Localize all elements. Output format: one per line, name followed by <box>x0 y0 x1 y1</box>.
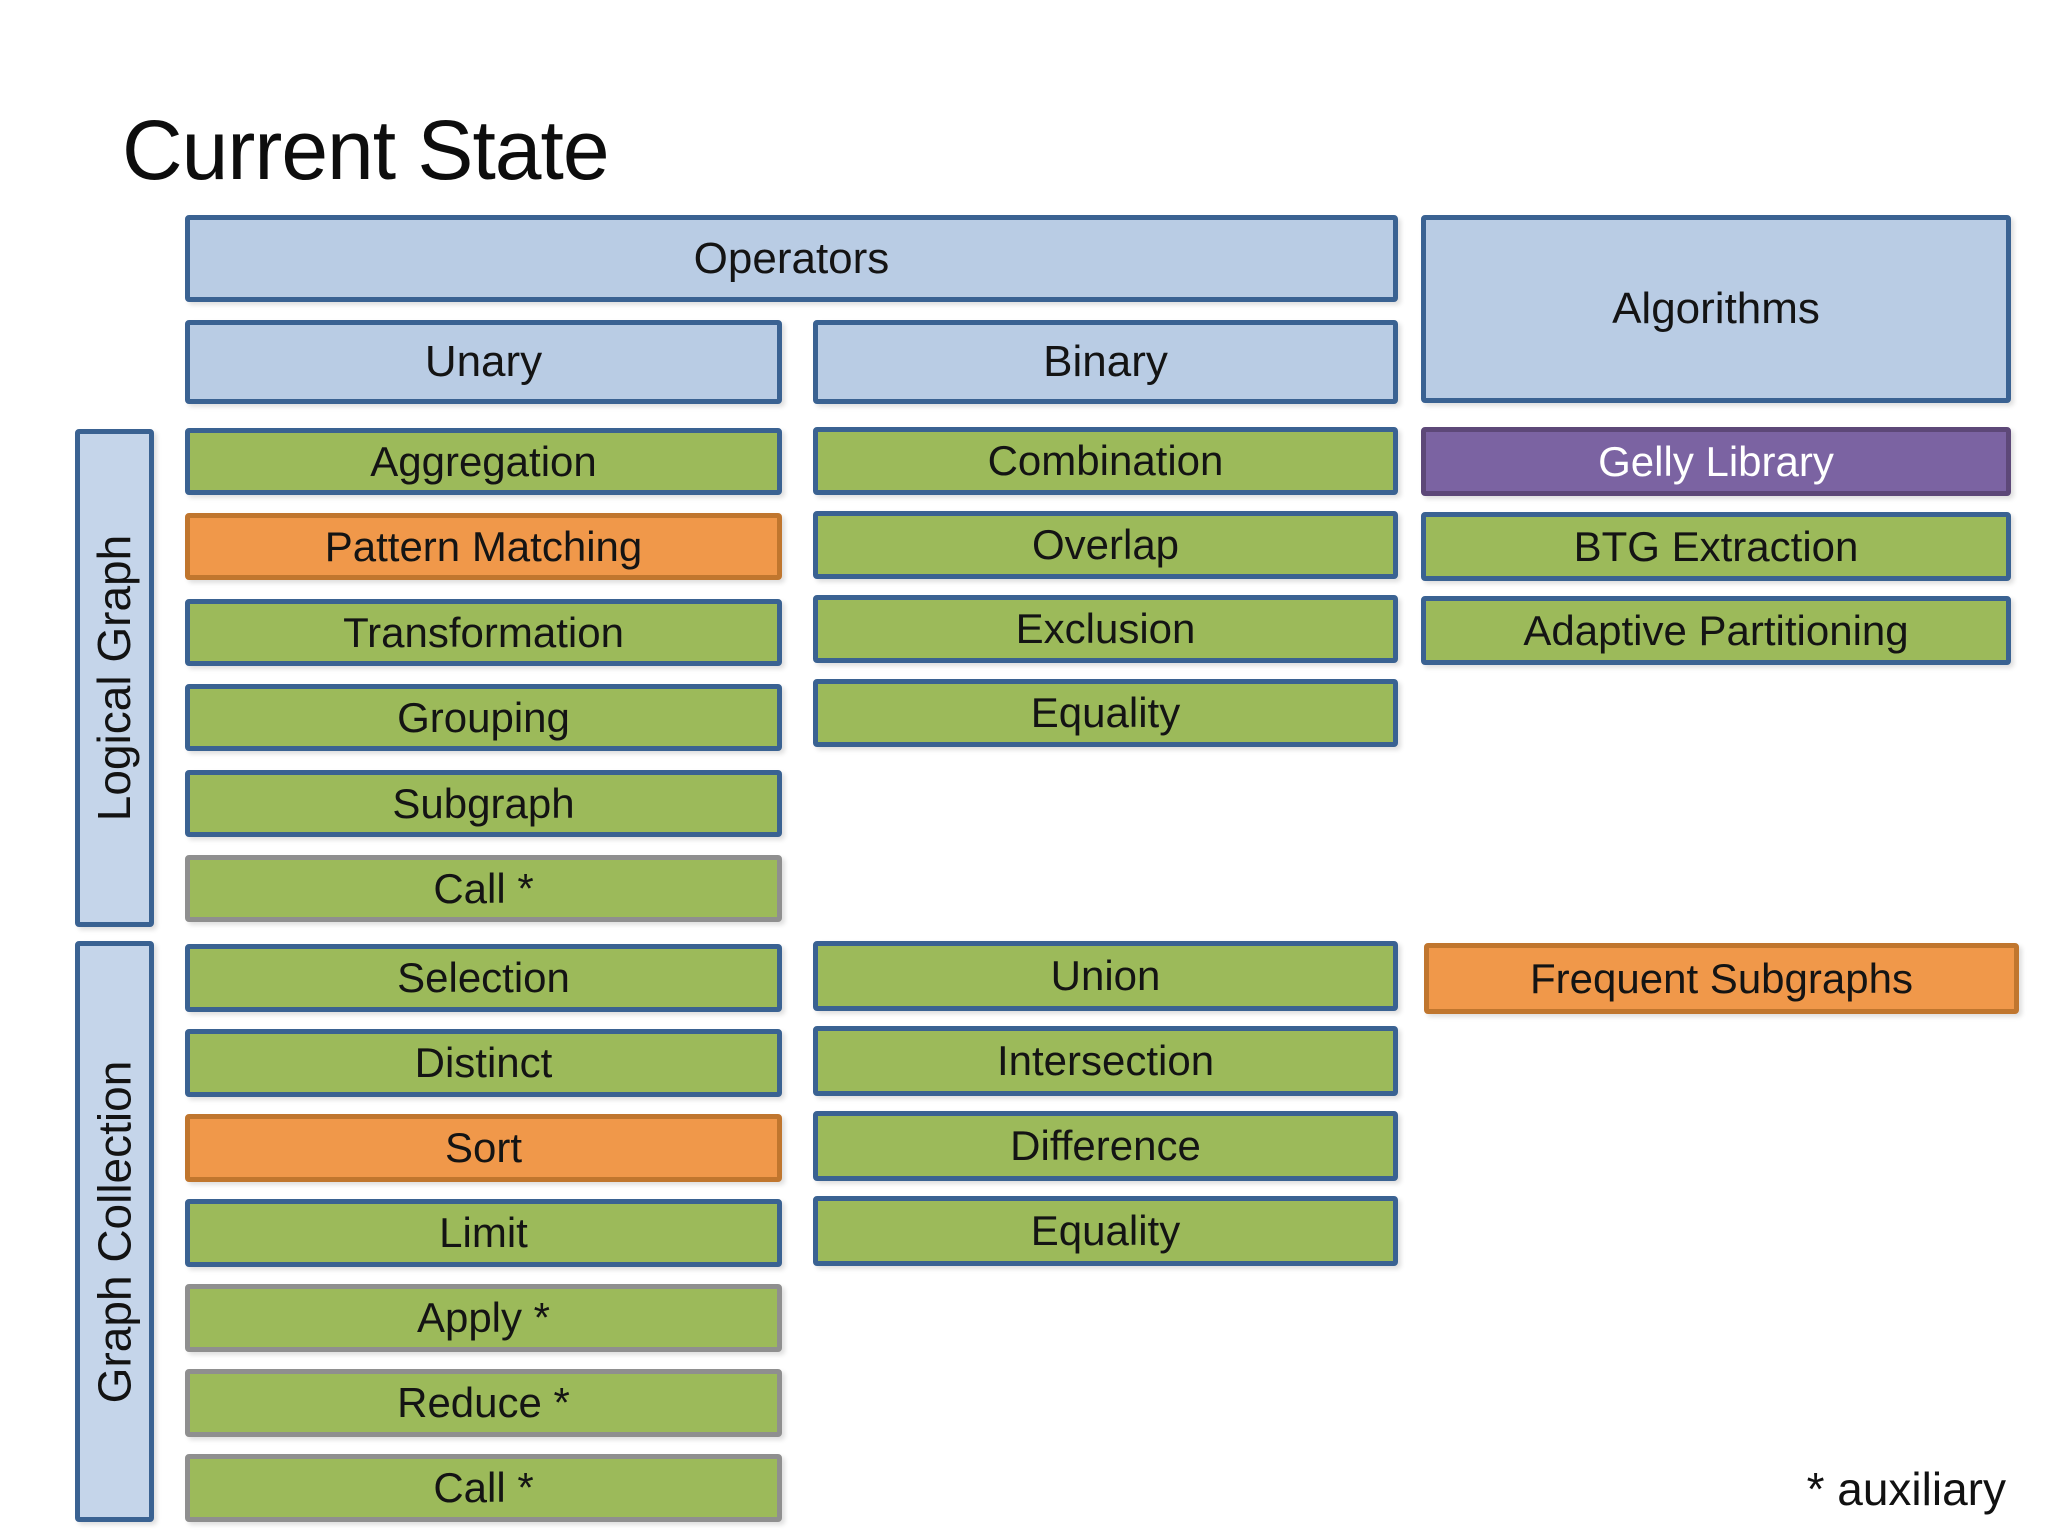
box-transformation: Transformation <box>185 599 782 666</box>
box-frequent-subgraphs: Frequent Subgraphs <box>1424 943 2019 1014</box>
box-distinct: Distinct <box>185 1029 782 1097</box>
box-equality: Equality <box>813 1196 1398 1266</box>
graph-collection-group-label-text: Graph Collection <box>88 1060 141 1403</box>
binary-header: Binary <box>813 320 1398 404</box>
operators-header: Operators <box>185 215 1398 302</box>
box-equality: Equality <box>813 679 1398 747</box>
box-pattern-matching: Pattern Matching <box>185 513 782 580</box>
box-apply: Apply * <box>185 1284 782 1352</box>
box-exclusion: Exclusion <box>813 595 1398 663</box>
box-combination: Combination <box>813 427 1398 495</box>
algorithms-header: Algorithms <box>1421 215 2011 403</box>
box-subgraph: Subgraph <box>185 770 782 837</box>
logical-graph-group-label: Logical Graph <box>75 429 154 927</box>
box-btg-extraction: BTG Extraction <box>1421 512 2011 581</box>
box-adaptive-partitioning: Adaptive Partitioning <box>1421 596 2011 665</box>
page-title: Current State <box>122 103 610 197</box>
box-call: Call * <box>185 855 782 922</box>
auxiliary-footnote: * auxiliary <box>1806 1463 2006 1515</box>
box-limit: Limit <box>185 1199 782 1267</box>
logical-graph-group-label-text: Logical Graph <box>88 534 141 822</box>
box-aggregation: Aggregation <box>185 428 782 495</box>
box-intersection: Intersection <box>813 1026 1398 1096</box>
box-difference: Difference <box>813 1111 1398 1181</box>
box-union: Union <box>813 941 1398 1011</box>
graph-collection-group-label: Graph Collection <box>75 941 154 1522</box>
box-selection: Selection <box>185 944 782 1012</box>
box-overlap: Overlap <box>813 511 1398 579</box>
box-gelly-library: Gelly Library <box>1421 427 2011 496</box>
unary-header: Unary <box>185 320 782 404</box>
box-reduce: Reduce * <box>185 1369 782 1437</box>
box-grouping: Grouping <box>185 684 782 751</box>
box-call: Call * <box>185 1454 782 1522</box>
box-sort: Sort <box>185 1114 782 1182</box>
